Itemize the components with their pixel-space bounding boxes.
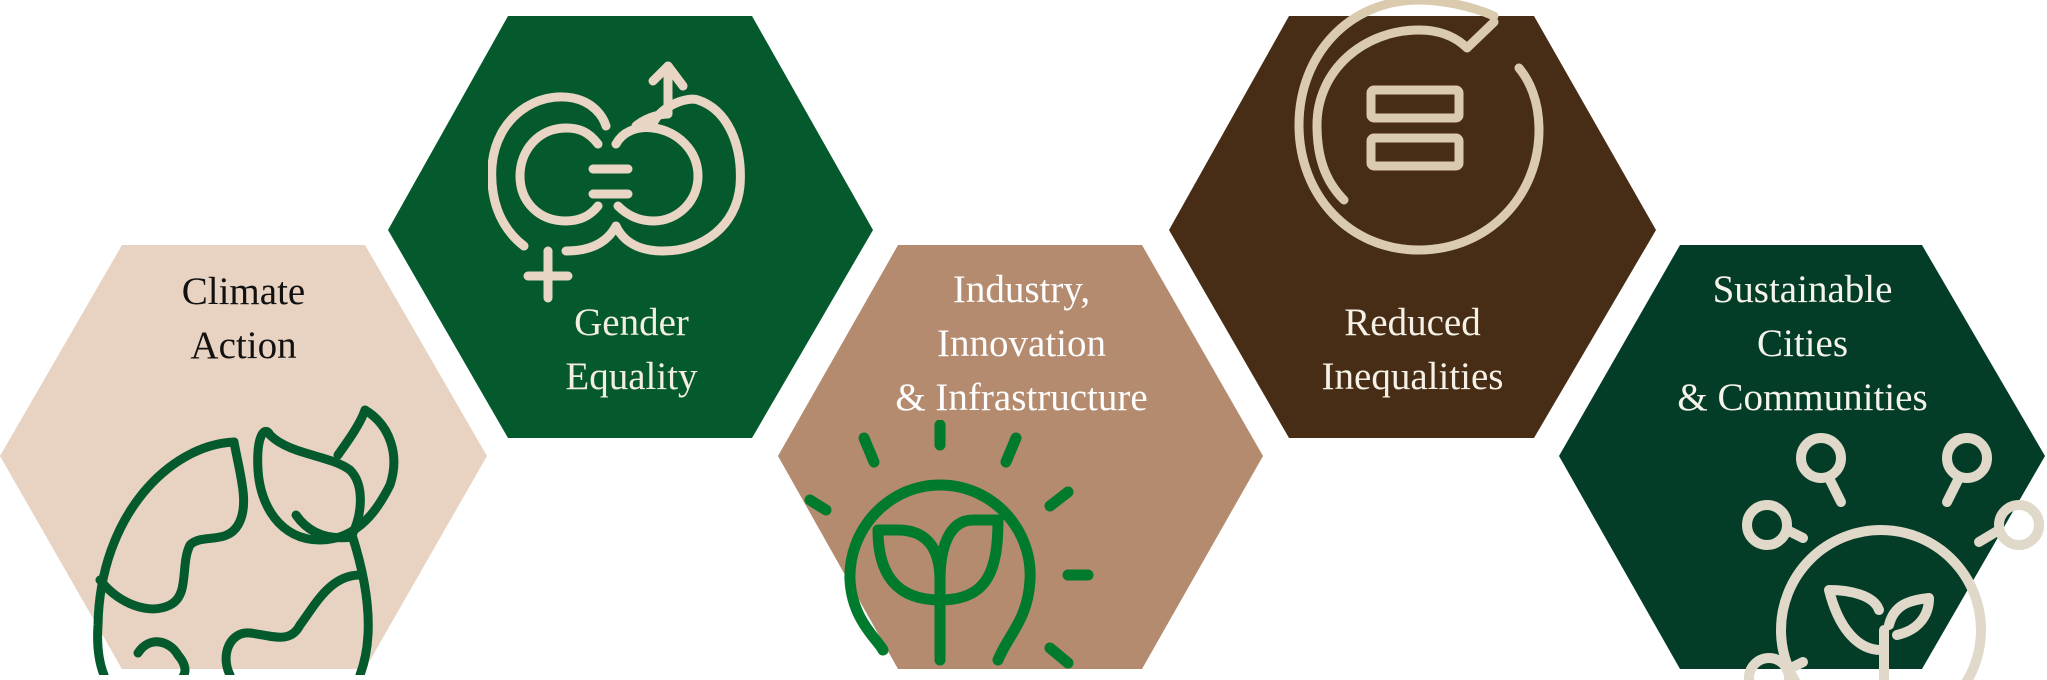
tile-gender-equality: Gender Equality — [388, 16, 875, 440]
hexagon-shape — [778, 245, 1263, 669]
tile-industry-innovation-infrastructure: Industry, Innovation & Infrastructure — [778, 245, 1265, 669]
tile-label: Reduced Inequalities — [1321, 301, 1504, 398]
tile-label: Sustainable Cities & Communities — [1677, 268, 1928, 419]
tile-label: Climate Action — [181, 270, 306, 367]
tile-climate-action: Climate Action — [0, 245, 487, 675]
tile-reduced-inequalities: Reduced Inequalities — [1169, 0, 1656, 440]
gender-equality-icon — [488, 61, 745, 303]
tile-label: Gender Equality — [565, 301, 698, 398]
globe-leaf-icon — [93, 405, 399, 675]
hexagon-shape — [0, 245, 487, 669]
lightbulb-sprout-icon — [804, 420, 1094, 669]
tile-label: Industry, Innovation & Infrastructure — [895, 268, 1148, 419]
equals-circle-icon — [1294, 0, 1544, 255]
network-sprout-icon — [1742, 433, 2044, 680]
tile-sustainable-cities-communities: Sustainable Cities & Communities — [1559, 245, 2046, 680]
